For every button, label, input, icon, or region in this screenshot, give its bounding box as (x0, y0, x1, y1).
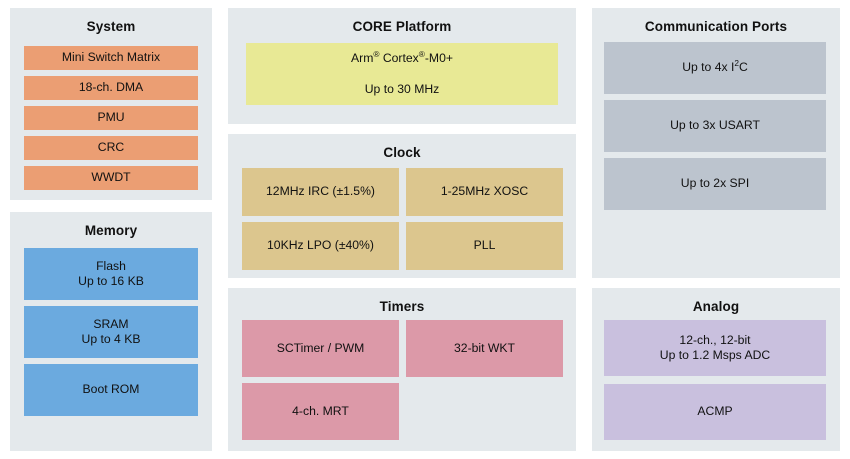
panel-memory: Memory Flash Up to 16 KB SRAM Up to 4 KB… (10, 212, 212, 451)
block-i2c[interactable]: Up to 4x I2C (604, 42, 826, 94)
superscript-two-icon: 2 (734, 58, 739, 69)
core-cortex-text: Cortex (379, 51, 419, 66)
panel-timers: Timers SCTimer / PWM 32-bit WKT 4-ch. MR… (228, 288, 576, 451)
panel-analog-title: Analog (692, 299, 740, 314)
core-m0plus-text: -M0+ (424, 51, 453, 66)
block-32bit-wkt[interactable]: 32-bit WKT (406, 320, 563, 377)
registered-trademark-icon: ® (373, 49, 380, 60)
panel-analog: Analog 12-ch., 12-bit Up to 1.2 Msps ADC… (592, 288, 840, 451)
block-usart[interactable]: Up to 3x USART (604, 100, 826, 152)
block-mini-switch-matrix[interactable]: Mini Switch Matrix (24, 46, 198, 70)
panel-clock: Clock 12MHz IRC (±1.5%) 1-25MHz XOSC 10K… (228, 134, 576, 278)
block-sctimer-pwm[interactable]: SCTimer / PWM (242, 320, 399, 377)
block-crc[interactable]: CRC (24, 136, 198, 160)
block-sram[interactable]: SRAM Up to 4 KB (24, 306, 198, 358)
panel-timers-title: Timers (379, 299, 425, 314)
panel-memory-title: Memory (84, 223, 138, 238)
i2c-label: Up to 4x I2C (682, 58, 748, 75)
block-dma[interactable]: 18-ch. DMA (24, 76, 198, 100)
panel-system-title: System (86, 19, 136, 34)
registered-trademark-icon: ® (418, 49, 425, 60)
block-arm-cortex-m0plus[interactable]: Arm® Cortex®-M0+ Up to 30 MHz (246, 43, 558, 105)
panel-core-platform: CORE Platform Arm® Cortex®-M0+ Up to 30 … (228, 8, 576, 124)
panel-core-platform-title: CORE Platform (352, 19, 452, 34)
i2c-suffix-text: C (738, 60, 748, 75)
panel-communication-ports: Communication Ports Up to 4x I2C Up to 3… (592, 8, 840, 278)
panel-system: System Mini Switch Matrix 18-ch. DMA PMU… (10, 8, 212, 200)
block-boot-rom[interactable]: Boot ROM (24, 364, 198, 416)
block-wwdt[interactable]: WWDT (24, 166, 198, 190)
block-pmu[interactable]: PMU (24, 106, 198, 130)
block-acmp[interactable]: ACMP (604, 384, 826, 440)
block-xosc[interactable]: 1-25MHz XOSC (406, 168, 563, 216)
block-4ch-mrt[interactable]: 4-ch. MRT (242, 383, 399, 440)
block-10khz-lpo[interactable]: 10KHz LPO (±40%) (242, 222, 399, 270)
block-spi[interactable]: Up to 2x SPI (604, 158, 826, 210)
block-12mhz-irc[interactable]: 12MHz IRC (±1.5%) (242, 168, 399, 216)
core-arm-text: Arm (351, 51, 374, 66)
panel-communication-ports-title: Communication Ports (644, 19, 788, 34)
block-adc[interactable]: 12-ch., 12-bit Up to 1.2 Msps ADC (604, 320, 826, 376)
panel-clock-title: Clock (383, 145, 421, 160)
core-frequency-line: Up to 30 MHz (364, 81, 440, 96)
i2c-prefix-text: Up to 4x I (682, 60, 735, 75)
block-flash[interactable]: Flash Up to 16 KB (24, 248, 198, 300)
block-pll[interactable]: PLL (406, 222, 563, 270)
core-cpu-line: Arm® Cortex®-M0+ (351, 49, 453, 66)
